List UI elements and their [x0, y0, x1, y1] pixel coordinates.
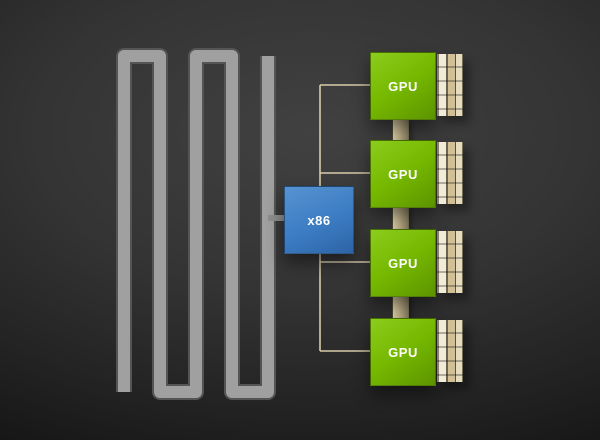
memory-stack [437, 142, 463, 204]
nvlink-bridge [392, 206, 409, 231]
cpu-node: x86 [284, 186, 354, 254]
gpu-node: GPU [370, 229, 436, 297]
nvlink-bridge [392, 295, 409, 320]
gpu-label: GPU [388, 166, 418, 182]
gpu-label: GPU [388, 255, 418, 271]
memory-stack [437, 320, 463, 382]
gpu-label: GPU [388, 344, 418, 360]
gpu-node: GPU [370, 318, 436, 386]
serpentine-trace [118, 50, 274, 398]
nvlink-bridge [392, 118, 409, 142]
gpu-node: GPU [370, 52, 436, 120]
cpu-label: x86 [307, 212, 331, 228]
memory-stack [437, 54, 463, 116]
gpu-label: GPU [388, 78, 418, 94]
gpu-node: GPU [370, 140, 436, 208]
memory-stack [437, 231, 463, 293]
